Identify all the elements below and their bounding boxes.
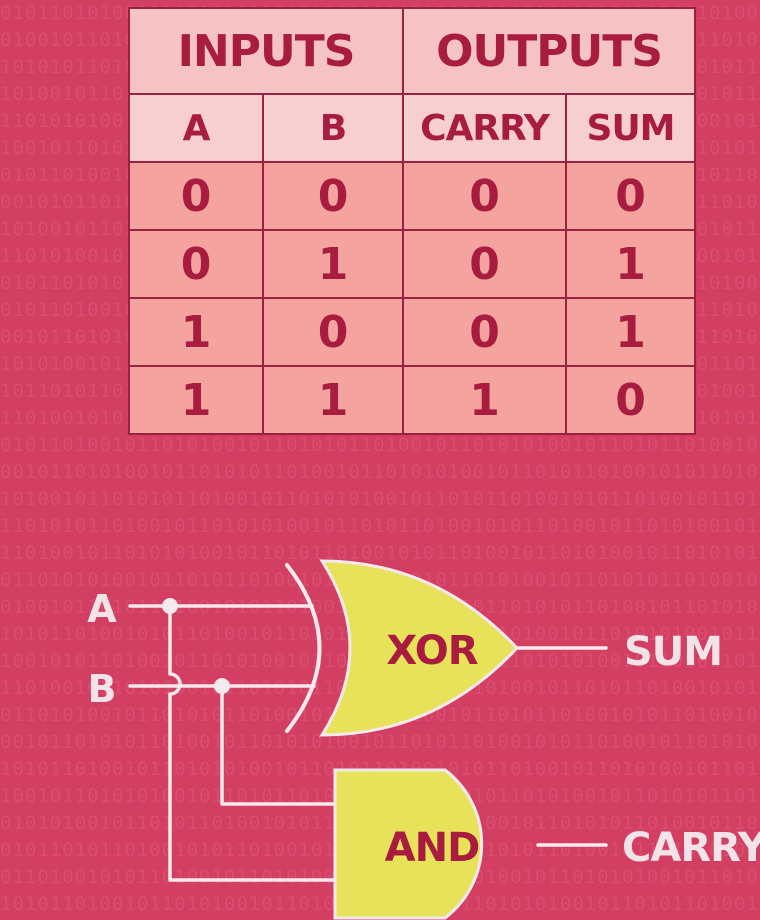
output-label-sum: SUM (624, 629, 722, 675)
column-header-a: A (128, 93, 264, 163)
wire-a-to-and (168, 604, 337, 882)
table-row: 0 1 0 1 (128, 229, 697, 299)
header-inputs: INPUTS (128, 7, 404, 95)
table-cell: 0 (128, 161, 264, 231)
table-row: 1 0 0 1 (128, 297, 697, 367)
table-cell: 1 (564, 229, 697, 299)
and-gate (333, 768, 484, 920)
wire-b-to-and (220, 684, 337, 806)
and-gate-label: AND (385, 825, 480, 871)
table-cell: 0 (262, 297, 404, 367)
table-cell: 0 (564, 161, 697, 231)
column-header-carry: CARRY (402, 93, 567, 163)
xor-back-curve (285, 563, 322, 733)
table-row: 1 1 1 0 (128, 365, 697, 435)
table-cell: 0 (262, 161, 404, 231)
table-cell: 1 (128, 297, 264, 367)
table-cell: 1 (564, 297, 697, 367)
junction-dot-a (162, 598, 178, 614)
table-cell: 1 (262, 365, 404, 435)
table-cell: 1 (402, 365, 567, 435)
table-cell: 0 (402, 161, 567, 231)
table-cell: 0 (402, 297, 567, 367)
column-header-sum: SUM (564, 93, 697, 163)
table-cell: 0 (402, 229, 567, 299)
output-label-carry: CARRY (622, 825, 760, 871)
truth-table: INPUTS OUTPUTS A B CARRY SUM 0 0 0 0 0 1… (128, 7, 697, 435)
input-label-b: B (88, 667, 117, 711)
table-cell: 0 (128, 229, 264, 299)
junction-dot-b (214, 678, 230, 694)
table-cell: 1 (128, 365, 264, 435)
xor-gate (319, 559, 520, 737)
xor-gate-label: XOR (386, 628, 477, 674)
table-cell: 1 (262, 229, 404, 299)
input-label-a: A (87, 587, 117, 631)
table-row: 0 0 0 0 (128, 161, 697, 231)
header-outputs: OUTPUTS (401, 7, 697, 95)
half-adder-circuit: A B XOR AND SUM CARRY (87, 559, 760, 920)
table-cell: 0 (564, 365, 697, 435)
column-header-b: B (262, 93, 404, 163)
